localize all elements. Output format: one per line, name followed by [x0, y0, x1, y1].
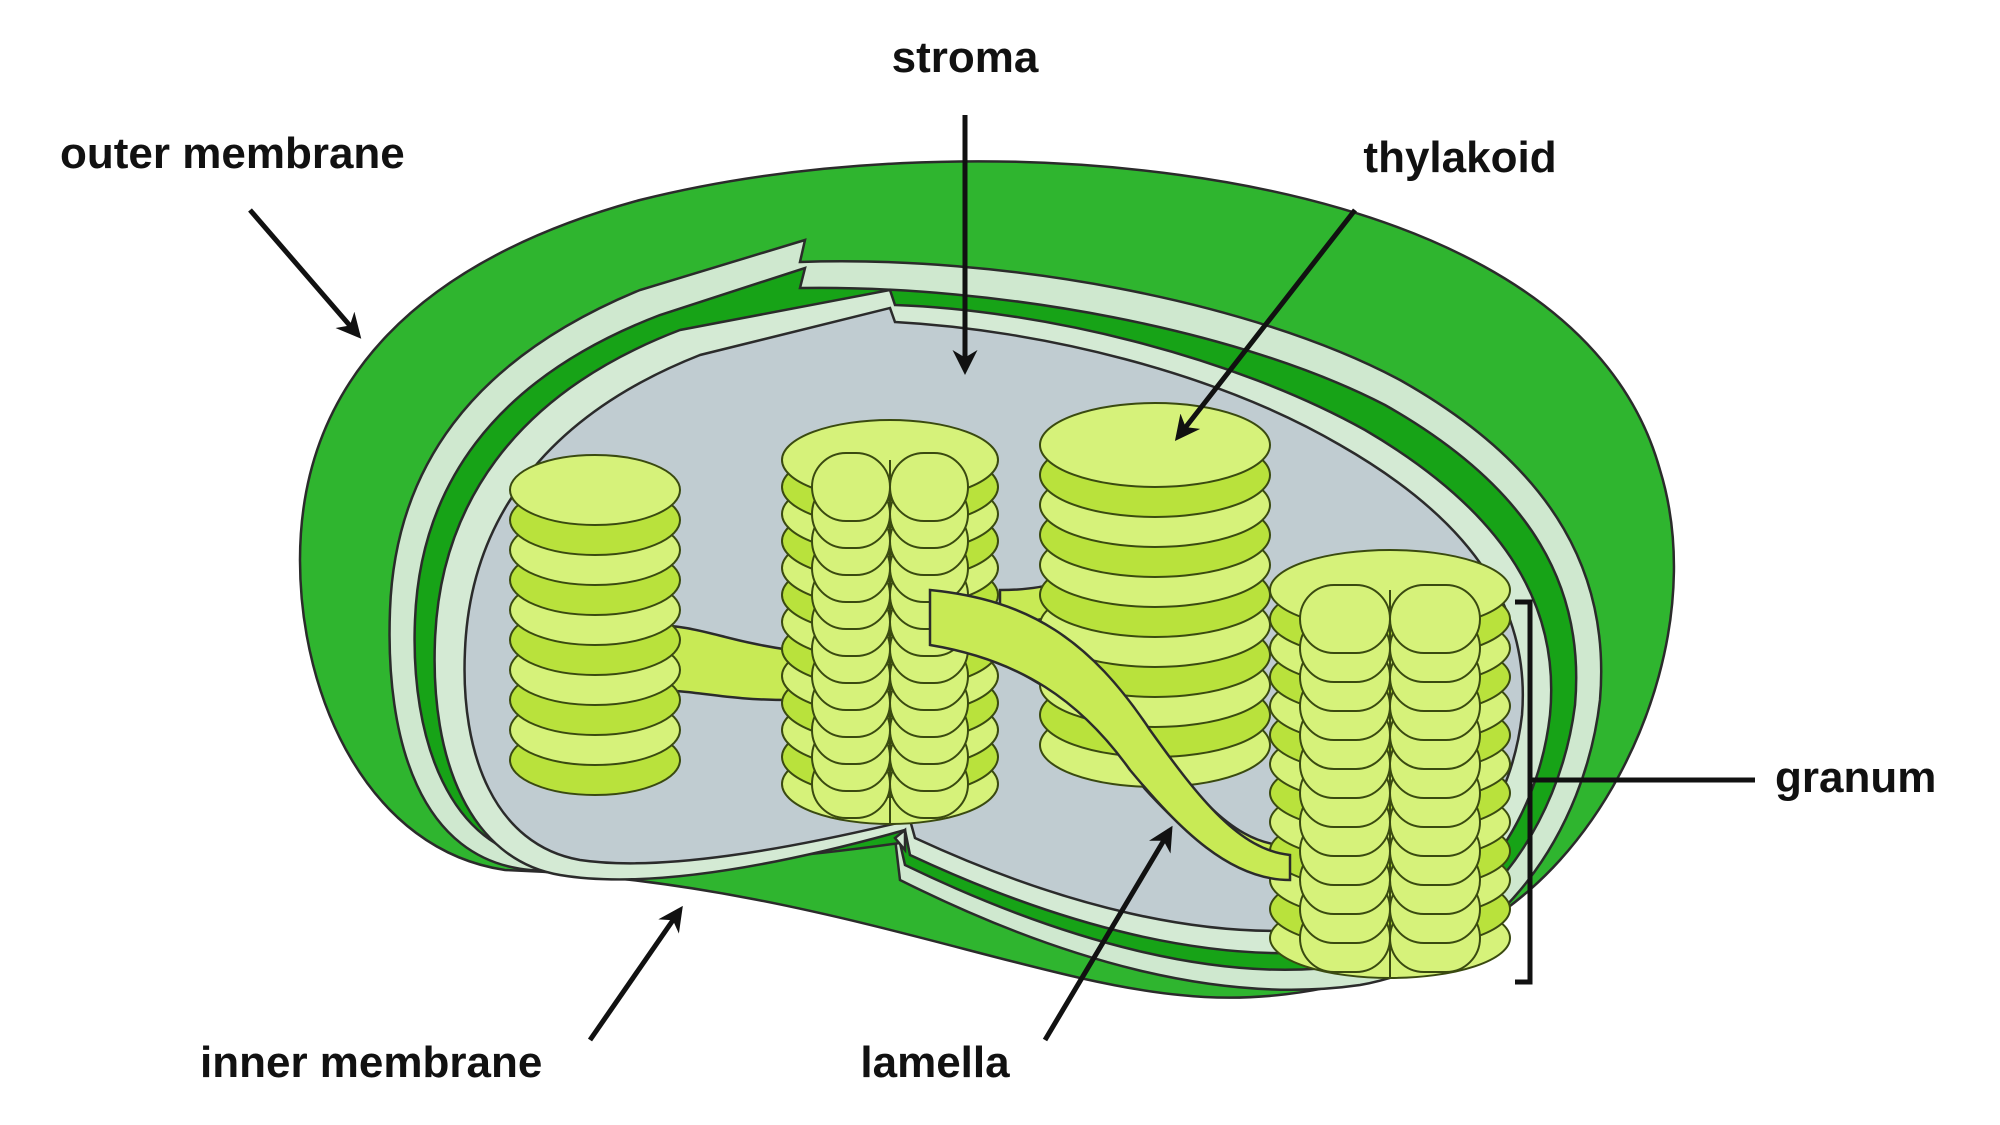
thylakoid-section: [889, 452, 969, 522]
thylakoid-disc: [1039, 402, 1271, 488]
thylakoid-disc: [509, 454, 681, 526]
arrow-icon: [1174, 208, 1357, 441]
thylakoid-section: [1389, 584, 1481, 654]
granum-upper-right: [1039, 402, 1271, 788]
lamella-overlay: [928, 588, 1292, 882]
label-stroma: stroma: [892, 33, 1039, 82]
label-lamella: lamella: [860, 1038, 1010, 1087]
label-inner-membrane: inner membrane: [200, 1038, 542, 1087]
thylakoid-section: [811, 452, 891, 522]
label-granum: granum: [1775, 753, 1936, 802]
granum-front: [1269, 549, 1511, 979]
arrow-icon: [1042, 825, 1173, 1042]
arrow-icon: [587, 905, 683, 1042]
bracket-icon: [1515, 599, 1533, 985]
cut-edge: [893, 827, 907, 854]
label-thylakoid: thylakoid: [1363, 133, 1556, 182]
arrow-icon: [248, 208, 362, 339]
thylakoid-section: [1299, 584, 1391, 654]
label-outer-membrane: outer membrane: [60, 129, 405, 178]
granum-left: [509, 454, 681, 796]
